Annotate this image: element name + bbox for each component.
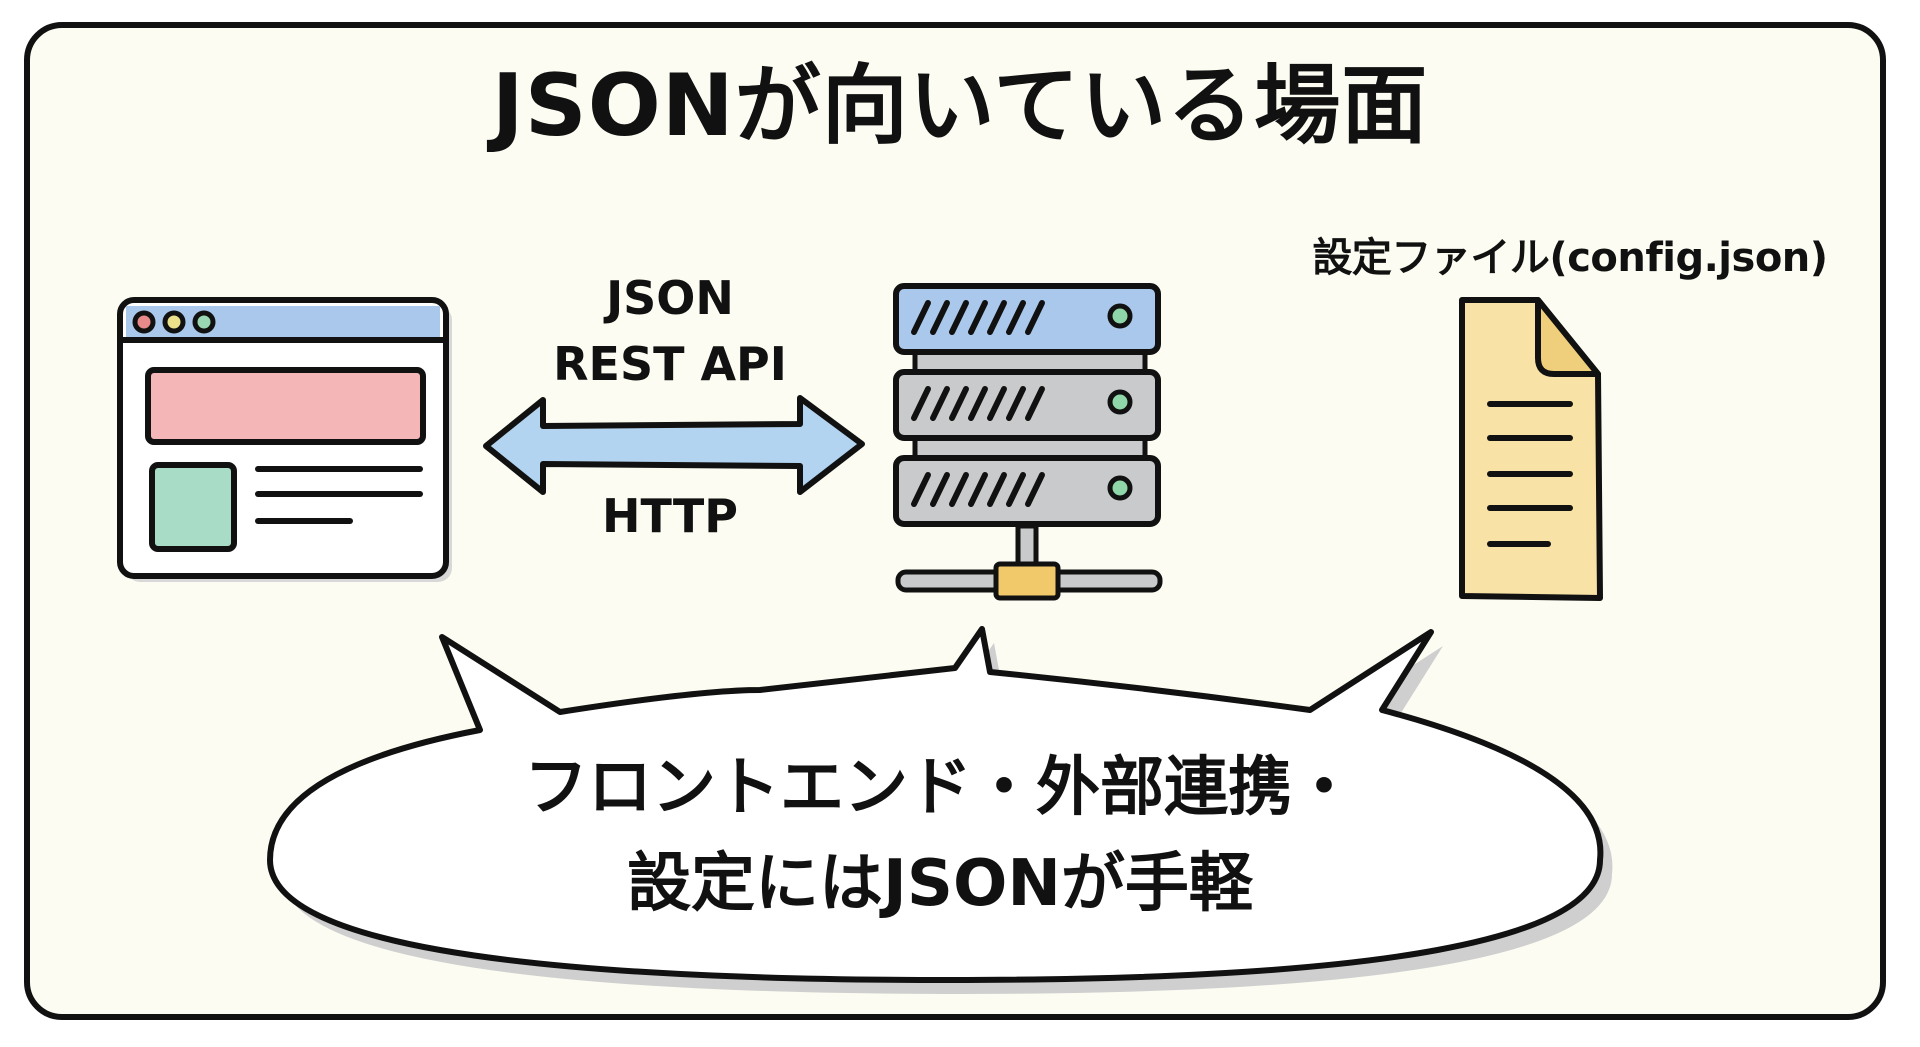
document-file-icon [1459, 297, 1603, 601]
bubble-line-2: 設定にはJSONが手軽 [627, 847, 1253, 921]
server-led [1107, 303, 1133, 329]
bidirectional-arrow-icon [483, 395, 865, 495]
browser-window-icon [117, 297, 452, 582]
server-led [1107, 475, 1133, 501]
server-led [1107, 389, 1133, 415]
image-block [149, 462, 237, 552]
window-dot-yellow [162, 310, 186, 334]
connection-label-http: HTTP [601, 489, 739, 543]
bubble-message: フロントエンド・外部連携・ 設定にはJSONが手軽 [400, 740, 1480, 932]
config-file-label: 設定ファイル(config.json) [1312, 235, 1828, 281]
page-title: JSONが向いている場面 [491, 56, 1429, 156]
window-dot-green [192, 310, 216, 334]
network-connector [993, 561, 1061, 601]
speech-bubble [267, 626, 1613, 994]
connection-label-rest-api: REST API [553, 337, 787, 391]
connection-label-json: JSON [606, 271, 734, 325]
server-rack-icon [893, 283, 1163, 601]
bubble-line-1: フロントエンド・外部連携・ [524, 751, 1356, 825]
banner-block [145, 367, 426, 445]
window-dot-red [132, 310, 156, 334]
